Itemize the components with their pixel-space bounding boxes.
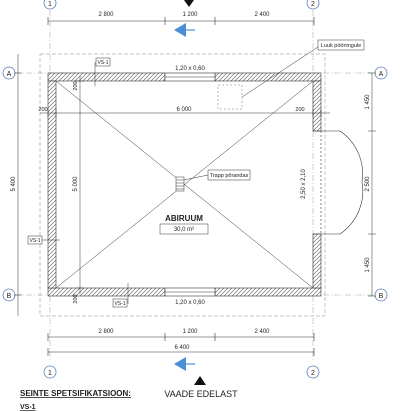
grid-bubble-1-top: 1 (43, 0, 57, 10)
spec-heading: SEINTE SPETSIFIKATSIOON: (20, 389, 131, 398)
view-marker-icon (194, 376, 206, 385)
svg-text:B: B (379, 293, 384, 300)
roof-lines (55, 80, 314, 289)
dim-inner-width: 6 000 (176, 107, 192, 113)
dim-inner-left: 5 000 (73, 176, 79, 192)
window-top-size: 1,20 x 0,60 (175, 66, 205, 72)
svg-text:VS-1: VS-1 (114, 301, 125, 307)
svg-text:1: 1 (48, 370, 52, 377)
dim-bottom-1: 2 800 (98, 329, 114, 335)
svg-text:2: 2 (311, 1, 315, 8)
dim-top-3: 2 400 (254, 12, 270, 18)
dim-bottom-total: 6 400 (174, 345, 190, 351)
tag-vs-bottom: VS-1 (112, 283, 129, 308)
svg-text:Luuk pööningule: Luuk pööningule (321, 43, 361, 49)
dim-bottom-3: 2 400 (254, 329, 270, 335)
dim-right-1: 1 450 (365, 94, 371, 110)
svg-text:VS-1: VS-1 (29, 238, 40, 244)
dim-wall-bottom-left-v: 200 (73, 294, 79, 303)
svg-text:A: A (379, 71, 384, 78)
svg-text:2: 2 (311, 370, 315, 377)
grid-axes (15, 10, 385, 360)
grid-bubble-2-top: 2 (306, 0, 320, 10)
grid-bubble-b-right: B (374, 288, 388, 302)
right-dimension-line (368, 72, 376, 297)
dim-left-total: 5 400 (11, 176, 17, 192)
svg-text:B: B (7, 293, 12, 300)
dim-top-2: 1 200 (182, 12, 198, 18)
room-area: 30,0 m² (174, 227, 194, 233)
view-title: VAADE EDELAST (164, 389, 238, 399)
grid-bubble-1-bottom: 1 (43, 365, 57, 379)
grid-bubble-2-bottom: 2 (306, 365, 320, 379)
floor-stairs (175, 176, 185, 192)
window-top (164, 72, 216, 82)
window-bottom (164, 287, 216, 297)
svg-text:A: A (7, 71, 12, 78)
room-name: ABIRUUM (165, 214, 203, 223)
tag-vs-left: VS-1 (27, 235, 60, 245)
door-size: 2,50 x 2,10 (301, 168, 307, 198)
grid-bubble-b-left: B (2, 288, 16, 302)
dim-right-3: 1 450 (365, 257, 371, 273)
dim-bottom-2: 1 200 (182, 329, 198, 335)
grid-bubble-a-right: A (374, 66, 388, 80)
svg-text:1: 1 (48, 1, 52, 8)
dim-wall-tl: 200 (38, 107, 47, 113)
view-arrow-top-icon (174, 23, 195, 37)
attic-hatch (217, 84, 243, 110)
door-double (313, 130, 364, 235)
left-overall-dimension (14, 54, 22, 316)
dim-wall-tr: 200 (295, 107, 304, 113)
view-arrow-bottom-icon (174, 357, 195, 371)
dim-wall-top-left-v: 200 (73, 81, 79, 90)
axis-outline (39, 53, 326, 317)
top-dimension-line (47, 17, 315, 25)
window-bottom-size: 1,20 x 0,60 (175, 300, 205, 306)
tag-vs-top: VS-1 (94, 57, 111, 86)
grid-bubble-a-left: A (2, 66, 16, 80)
north-arrow-top-icon (184, 0, 194, 7)
svg-text:VS-1: VS-1 (97, 60, 108, 66)
dim-right-2: 2 500 (365, 176, 371, 192)
callout-hatch: Luuk pööningule (241, 39, 365, 98)
dim-top-1: 2 800 (98, 12, 114, 18)
spec-item: VS-1 (20, 404, 36, 411)
inner-width-dimension (40, 109, 330, 117)
svg-text:Trapp põrandas: Trapp põrandas (210, 173, 249, 179)
callout-stairs: Trapp põrandas (183, 169, 251, 181)
bottom-dimension-line (47, 333, 315, 356)
inner-height-dimension (76, 76, 84, 294)
room-area-box (159, 223, 209, 235)
